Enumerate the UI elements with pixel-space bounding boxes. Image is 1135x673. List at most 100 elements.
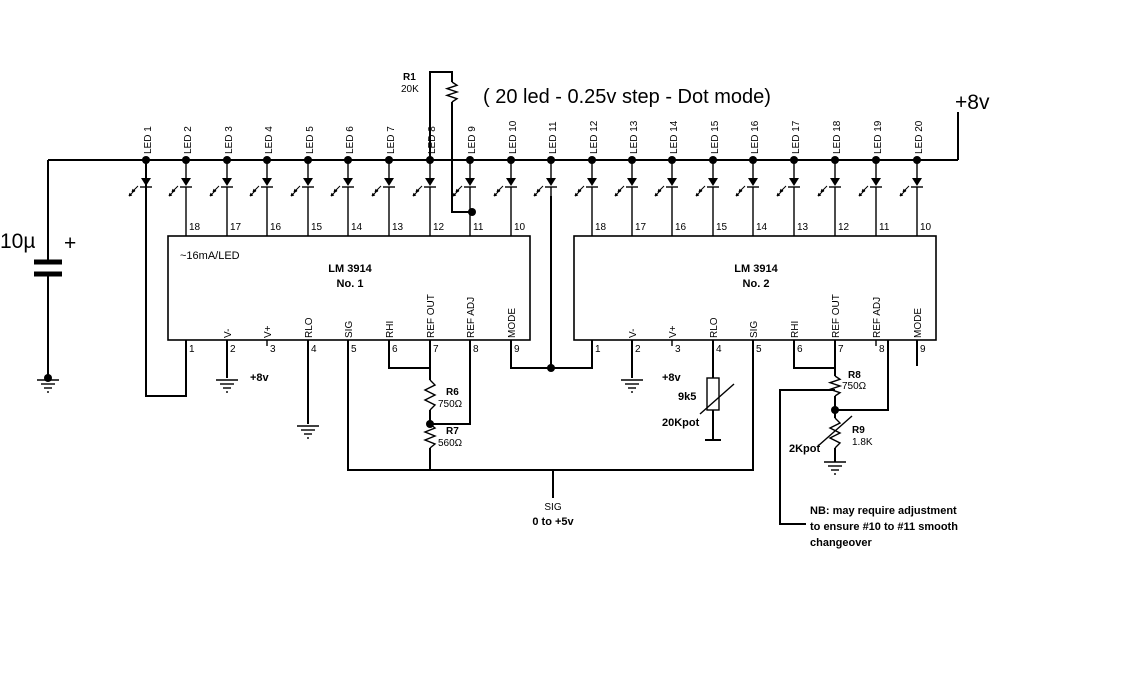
ground-symbol	[824, 461, 846, 475]
led-label: LED 8	[427, 126, 438, 154]
led-label: LED 6	[345, 126, 356, 154]
chip2-pin-label: RHI	[790, 321, 801, 338]
chip1-top-pin-number: 12	[433, 222, 445, 233]
r6-name: R6	[446, 387, 459, 398]
chip1-vplus-label: +8v	[250, 372, 270, 384]
chip1-bottom-pin-number: 8	[473, 344, 479, 355]
led-diode-icon	[708, 178, 718, 186]
chip1-note: ~16mA/LED	[180, 250, 240, 262]
led-light-arrows-icon	[128, 185, 139, 197]
led-18: LED 18	[817, 120, 843, 236]
r9-resistor	[828, 417, 842, 449]
r7-value: 560Ω	[438, 438, 463, 449]
diagram-title: ( 20 led - 0.25v step - Dot mode)	[483, 86, 771, 108]
led-1: LED 1	[128, 126, 154, 236]
r6-resistor	[423, 379, 437, 411]
led-diode-icon	[587, 178, 597, 186]
signal-range: 0 to +5v	[532, 516, 574, 528]
chip2-bottom-pin-number: 3	[675, 344, 681, 355]
chip2-top-pin-number: 12	[838, 222, 850, 233]
led-label: LED 13	[629, 120, 640, 154]
led-4: LED 4	[249, 126, 275, 236]
led-light-arrows-icon	[735, 185, 746, 197]
chip2-pin-label: REF ADJ	[872, 297, 883, 338]
note-line-3: changeover	[810, 537, 872, 549]
r1-name: R1	[403, 72, 416, 83]
chip1-top-pin-number: 16	[270, 222, 282, 233]
led-label: LED 15	[710, 120, 721, 154]
chip1-pin-label: SIG	[344, 321, 355, 338]
junction-dot	[468, 208, 476, 216]
junction-dot	[790, 156, 798, 164]
chip1-pin1-wire	[145, 160, 187, 397]
led-label: LED 17	[791, 120, 802, 154]
led-label: LED 14	[669, 120, 680, 154]
chip2-top-pin-number: 13	[797, 222, 809, 233]
led-light-arrows-icon	[330, 185, 341, 197]
chip2-top-pin-number: 14	[756, 222, 768, 233]
led-label: LED 12	[589, 120, 600, 154]
led-diode-icon	[789, 178, 799, 186]
led-3: LED 3	[209, 126, 235, 236]
led-label: LED 10	[508, 120, 519, 154]
r1-top-wire	[429, 71, 453, 160]
junction-dot	[547, 364, 555, 372]
junction-dot	[344, 156, 352, 164]
led-8: LED 8	[412, 126, 438, 236]
chip2-bottom-pin-number: 4	[716, 344, 722, 355]
chip2-pin-label: V+	[668, 325, 679, 338]
note-line-1: NB: may require adjustment	[810, 505, 957, 517]
capacitor-polarity: +	[64, 232, 76, 255]
chip2-bottom-pin-number: 2	[635, 344, 641, 355]
led-label: LED 18	[832, 120, 843, 154]
junction-dot	[749, 156, 757, 164]
led-diode-icon	[384, 178, 394, 186]
led-2: LED 2	[168, 126, 194, 236]
led-label: LED 5	[305, 126, 316, 154]
signal-bus-wire	[347, 340, 754, 471]
chip2-top-pin-number: 11	[879, 222, 890, 233]
chip2-pin-label: RLO	[709, 317, 720, 338]
led-16: LED 16	[735, 120, 761, 236]
led-diode-icon	[222, 178, 232, 186]
chip2-bottom-pin-number: 9	[920, 344, 926, 355]
junction-dot	[507, 156, 515, 164]
junction-dot	[263, 156, 271, 164]
led-light-arrows-icon	[249, 185, 260, 197]
led-diode-icon	[830, 178, 840, 186]
wiring	[37, 71, 959, 525]
chip1-bottom-pin-number: 5	[351, 344, 357, 355]
junction-dot	[385, 156, 393, 164]
led-diode-icon	[748, 178, 758, 186]
led-20: LED 20	[899, 120, 925, 236]
led-diode-icon	[546, 178, 556, 186]
chip1-bottom-pin-number: 9	[514, 344, 520, 355]
led-light-arrows-icon	[452, 185, 463, 197]
led-light-arrows-icon	[654, 185, 665, 197]
led-19: LED 19	[858, 120, 884, 236]
junction-dot	[223, 156, 231, 164]
chip1-bottom-pin-number: 4	[311, 344, 317, 355]
led-10: LED 10	[493, 120, 519, 236]
chip1-pin-label: V+	[263, 325, 274, 338]
led-label: LED 7	[386, 126, 397, 154]
r1-value: 20K	[401, 84, 419, 95]
chip1-pin-label: V-	[223, 329, 234, 338]
r9-value: 1.8K	[852, 437, 873, 448]
capacitor-value: 10µ	[0, 230, 35, 253]
chip1-top-pin-number: 15	[311, 222, 323, 233]
r1-bottom-wire	[451, 102, 472, 213]
junction-dot	[668, 156, 676, 164]
chip2-bottom-pin-number: 6	[797, 344, 803, 355]
led-diode-icon	[465, 178, 475, 186]
led-15: LED 15	[695, 120, 721, 236]
chip1-bottom-pin-number: 2	[230, 344, 236, 355]
led-label: LED 2	[183, 126, 194, 154]
chip2-bottom-pin-number: 1	[595, 344, 601, 355]
ground-symbol	[621, 379, 643, 393]
signal-name: SIG	[544, 502, 561, 513]
note-leader-wire	[779, 389, 835, 525]
r8-value: 750Ω	[842, 381, 867, 392]
chip2-bottom-pin-number: 8	[879, 344, 885, 355]
pot1-label: 20Kpot	[662, 417, 700, 429]
